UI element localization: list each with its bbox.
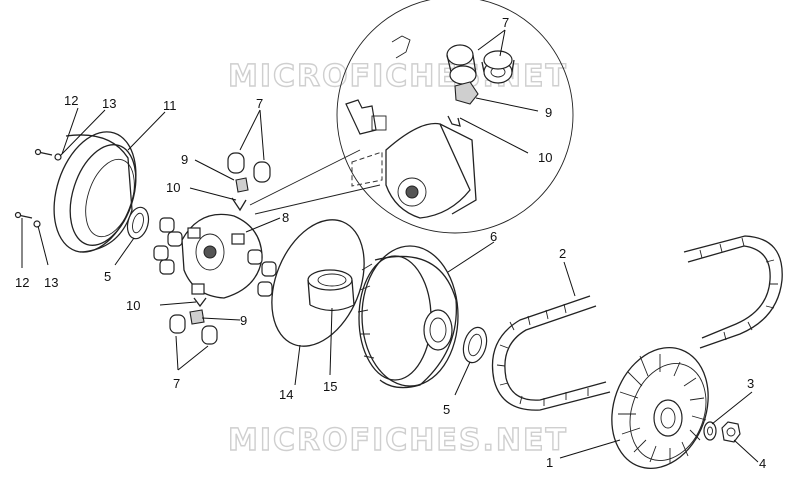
leader-lines (21, 29, 759, 463)
callout-7-upper: 7 (256, 96, 263, 111)
callout-2: 2 (559, 246, 566, 261)
nut (721, 421, 741, 443)
callout-12-upper: 12 (64, 93, 78, 108)
callout-12-lower: 12 (15, 275, 29, 290)
detail-roller-left (446, 44, 477, 85)
detail-slider (454, 81, 479, 105)
callout-6: 6 (490, 229, 497, 244)
callout-15: 15 (323, 379, 337, 394)
oil-seal-right (462, 326, 488, 364)
callout-9-lower: 9 (240, 313, 247, 328)
watermark-top: MICROFICHES.NET (228, 59, 568, 94)
callout-9-upper: 9 (181, 152, 188, 167)
callout-11: 11 (163, 98, 177, 113)
watermark-bottom: MICROFICHES.NET (228, 423, 568, 458)
driven-pulley (357, 245, 459, 389)
callout-7-detail: 7 (502, 15, 509, 30)
callout-8: 8 (282, 210, 289, 225)
screw-lower (14, 211, 41, 228)
washer (703, 421, 717, 441)
callout-9-detail: 9 (545, 105, 552, 120)
rollers-lower (169, 297, 218, 345)
detail-fork (345, 99, 377, 135)
callout-5-left: 5 (104, 269, 111, 284)
callout-10-detail: 10 (538, 150, 552, 165)
drive-fan-pulley (611, 347, 709, 469)
callout-4: 4 (759, 456, 766, 471)
bushing (307, 269, 355, 312)
o-ring (271, 219, 365, 347)
callout-1: 1 (546, 455, 553, 470)
callout-13-lower: 13 (44, 275, 58, 290)
callout-5-right: 5 (443, 402, 450, 417)
detail-plate (385, 122, 471, 219)
variator-cover (53, 131, 137, 253)
callout-13-upper: 13 (102, 96, 116, 111)
callout-10-upper: 10 (166, 180, 180, 195)
drive-belt (491, 235, 783, 411)
callout-14: 14 (279, 387, 293, 402)
screw-upper (34, 148, 62, 161)
rollers-upper (227, 152, 271, 212)
variator-plate (153, 213, 277, 299)
detail-roller-right (481, 50, 515, 84)
callout-10-lower: 10 (126, 298, 140, 313)
callout-3: 3 (747, 376, 754, 391)
detail-magnifier (249, 0, 574, 234)
detail-clip (447, 115, 461, 127)
callout-7-lower: 7 (173, 376, 180, 391)
